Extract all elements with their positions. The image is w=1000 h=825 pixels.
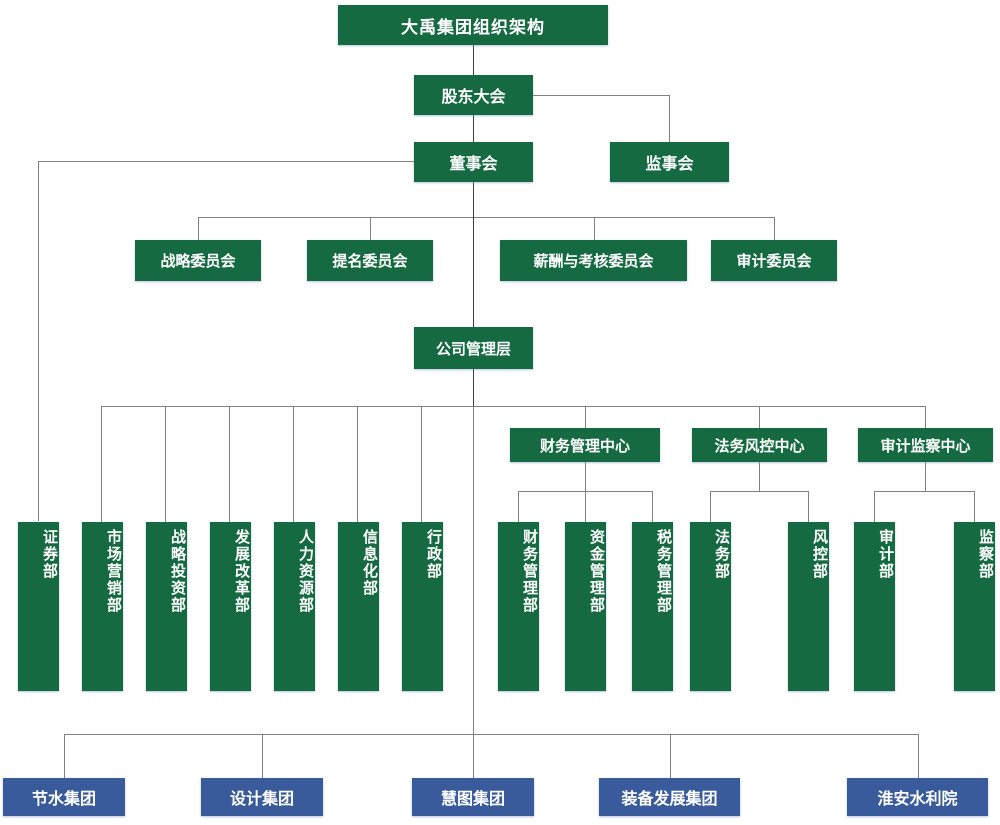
node-finance-management-center[interactable]: 财务管理中心: [510, 428, 660, 462]
node-audit-committee[interactable]: 审计委员会: [711, 240, 837, 281]
node-department-human-resources[interactable]: 人力资源部: [274, 522, 315, 691]
connector-committee-1: [198, 217, 199, 240]
connector-subsidiary-3: [473, 734, 474, 778]
connector-dept-6: [421, 406, 422, 522]
node-department-administration[interactable]: 行政部: [402, 522, 443, 691]
node-strategy-committee[interactable]: 战略委员会: [135, 240, 261, 281]
node-compensation-appraisal-committee[interactable]: 薪酬与考核委员会: [500, 240, 687, 281]
node-nomination-committee[interactable]: 提名委员会: [307, 240, 433, 281]
connector-finance-dept-3: [652, 491, 653, 522]
org-chart-title: 大禹集团组织架构: [338, 5, 608, 45]
connector-shareholders-to-supervisors-v: [669, 95, 670, 142]
node-department-risk-control[interactable]: 风控部: [788, 522, 829, 691]
connector-subsidiary-2: [262, 734, 263, 778]
connector-finance-center-stem: [585, 462, 586, 491]
connector-management-to-subsidiary-bus: [473, 406, 474, 734]
connector-board-to-securities-v: [38, 161, 39, 521]
node-subsidiary-design-group[interactable]: 设计集团: [201, 778, 323, 816]
connector-dept-1: [101, 406, 102, 522]
connector-center-1: [585, 406, 586, 428]
node-board-of-directors[interactable]: 董事会: [414, 142, 533, 182]
node-department-informatization[interactable]: 信息化部: [338, 522, 379, 691]
node-company-management[interactable]: 公司管理层: [414, 327, 533, 369]
connector-finance-dept-1: [518, 491, 519, 522]
node-department-marketing[interactable]: 市场营销部: [82, 522, 123, 691]
connector-audit-dept-1: [874, 491, 875, 522]
node-subsidiary-water-saving-group[interactable]: 节水集团: [3, 778, 125, 816]
connector-subsidiary-4: [670, 734, 671, 778]
connector-subsidiary-5: [918, 734, 919, 778]
connector-committee-3: [594, 217, 595, 240]
node-department-fund-management[interactable]: 资金管理部: [565, 522, 606, 691]
node-department-tax-management[interactable]: 税务管理部: [632, 522, 673, 691]
node-department-audit[interactable]: 审计部: [854, 522, 895, 691]
connector-dept-4: [293, 406, 294, 522]
connector-management-to-bus: [473, 369, 474, 406]
connector-committee-4: [774, 217, 775, 240]
node-audit-supervision-center[interactable]: 审计监察中心: [858, 428, 993, 462]
node-department-strategic-investment[interactable]: 战略投资部: [146, 522, 187, 691]
connector-audit-center-stem: [925, 462, 926, 491]
connector-legal-dept-2: [808, 491, 809, 522]
node-board-of-supervisors[interactable]: 监事会: [610, 142, 729, 182]
node-department-supervision[interactable]: 监察部: [954, 522, 995, 691]
node-subsidiary-equipment-development-group[interactable]: 装备发展集团: [599, 778, 740, 816]
legal-center-bus: [710, 491, 809, 492]
connector-board-to-securities-h: [38, 161, 414, 162]
node-subsidiary-huitu-group[interactable]: 慧图集团: [412, 778, 534, 816]
connector-dept-5: [357, 406, 358, 522]
node-department-securities[interactable]: 证券部: [18, 522, 59, 691]
connector-center-3: [925, 406, 926, 428]
node-department-legal-affairs[interactable]: 法务部: [690, 522, 731, 691]
connector-subsidiary-1: [64, 734, 65, 778]
node-shareholders-meeting[interactable]: 股东大会: [414, 75, 533, 115]
node-department-development-reform[interactable]: 发展改革部: [210, 522, 251, 691]
connector-committee-2: [370, 217, 371, 240]
connector-center-2: [759, 406, 760, 428]
connector-shareholders-to-board: [473, 115, 474, 142]
node-subsidiary-huaian-water-institute[interactable]: 淮安水利院: [847, 778, 988, 816]
audit-center-bus: [874, 491, 975, 492]
connector-dept-3: [229, 406, 230, 522]
connector-board-to-management: [473, 182, 474, 327]
department-bus: [101, 406, 926, 407]
node-legal-risk-control-center[interactable]: 法务风控中心: [692, 428, 827, 462]
connector-audit-dept-2: [974, 491, 975, 522]
node-department-finance-management[interactable]: 财务管理部: [498, 522, 539, 691]
subsidiary-bus: [64, 734, 918, 735]
committee-bus: [198, 217, 774, 218]
connector-finance-dept-2: [585, 491, 586, 522]
connector-legal-dept-1: [710, 491, 711, 522]
connector-title-to-shareholders: [473, 45, 474, 75]
connector-dept-2: [165, 406, 166, 522]
connector-legal-center-stem: [759, 462, 760, 491]
connector-shareholders-to-supervisors-h: [533, 95, 670, 96]
